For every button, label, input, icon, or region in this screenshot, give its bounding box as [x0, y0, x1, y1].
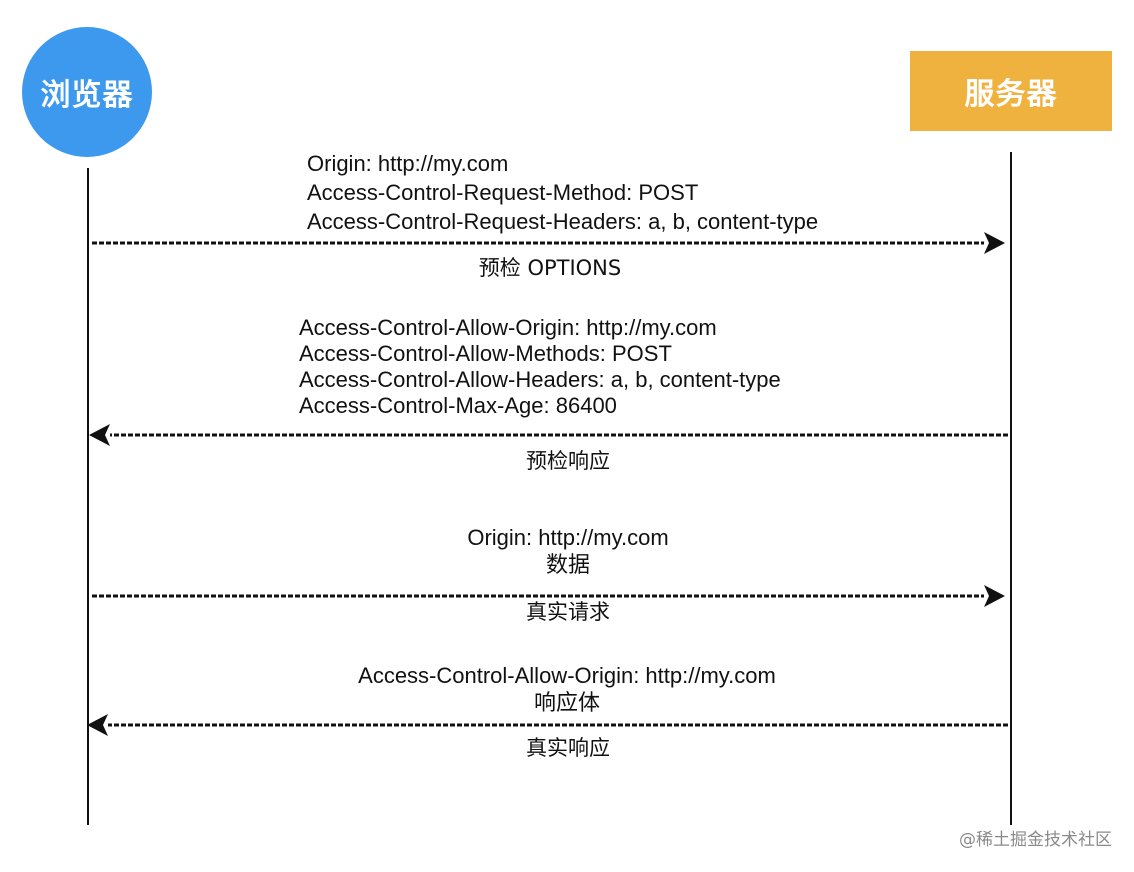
actual-response-arrow — [87, 714, 1008, 736]
preflight-request-headers: Origin: http://my.com Access-Control-Req… — [307, 151, 818, 235]
preflight-response-headers: Access-Control-Allow-Origin: http://my.c… — [299, 315, 781, 419]
actual-request-headers: Origin: http://my.com 数据 — [418, 525, 718, 579]
actual-response-headers: Access-Control-Allow-Origin: http://my.c… — [317, 663, 817, 717]
browser-participant: 浏览器 — [22, 27, 152, 157]
preflight-response-arrow — [89, 424, 1008, 446]
header-line: Access-Control-Allow-Origin: http://my.c… — [299, 315, 717, 340]
watermark: @稀土掘金技术社区 — [959, 830, 1112, 850]
header-line: Access-Control-Allow-Origin: http://my.c… — [358, 663, 776, 688]
header-line: Access-Control-Request-Headers: a, b, co… — [307, 209, 819, 234]
header-line: Origin: http://my.com — [467, 525, 669, 550]
header-line: Access-Control-Allow-Methods: POST — [299, 341, 672, 366]
preflight-request-arrow — [92, 232, 1005, 254]
header-line: Access-Control-Allow-Headers: a, b, cont… — [299, 367, 781, 392]
actual-response-label: 真实响应 — [526, 736, 610, 760]
actual-request-label: 真实请求 — [526, 600, 610, 624]
preflight-response-label: 预检响应 — [526, 449, 610, 473]
body-line: 响应体 — [533, 691, 600, 716]
preflight-request-label: 预检 OPTIONS — [478, 256, 622, 280]
server-label: 服务器 — [964, 77, 1058, 112]
browser-label: 浏览器 — [40, 78, 134, 113]
header-line: Origin: http://my.com — [307, 151, 509, 176]
header-line: Access-Control-Request-Method: POST — [307, 180, 699, 205]
header-line: Access-Control-Max-Age: 86400 — [299, 393, 617, 418]
server-participant: 服务器 — [910, 51, 1112, 131]
body-line: 数据 — [545, 553, 590, 578]
actual-request-arrow — [92, 585, 1005, 607]
